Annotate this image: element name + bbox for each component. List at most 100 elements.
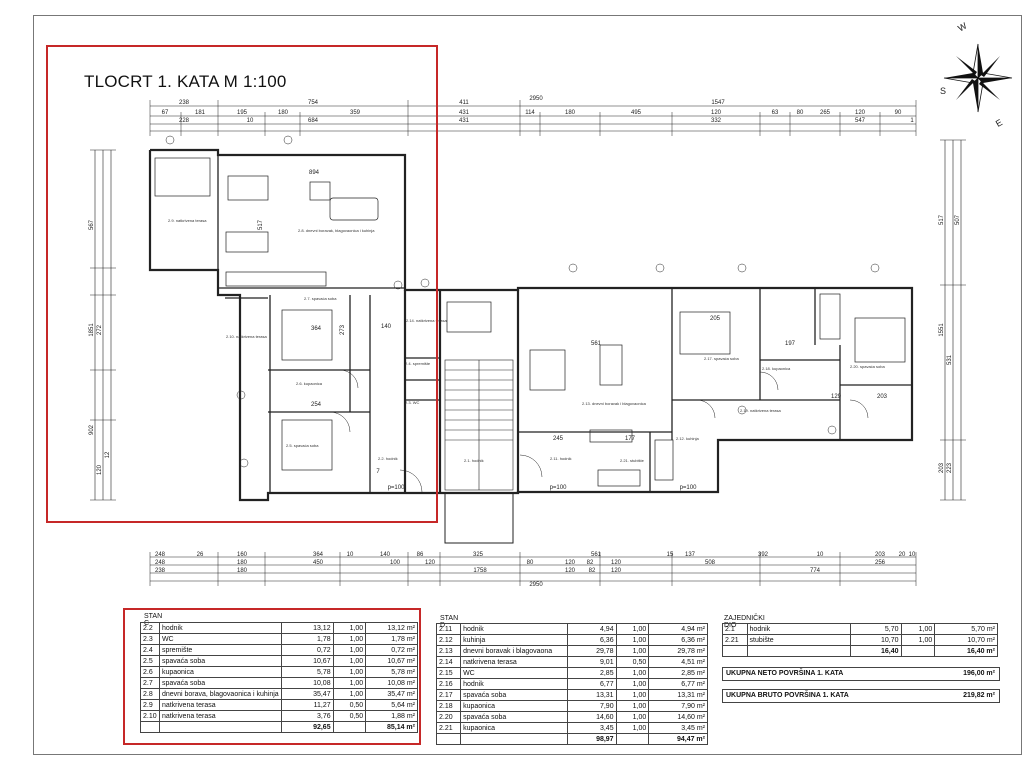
dim-right-1: 1551 — [939, 323, 945, 337]
dim-top-2-5: 431 — [459, 110, 470, 116]
table-cell: spremište — [158, 644, 282, 656]
dim-bot-2-6: 120 — [565, 560, 576, 566]
dim-bot-3-2: 1758 — [473, 568, 487, 574]
opening-2: p=100 — [680, 485, 698, 491]
table-cell: 10,70 — [849, 634, 902, 646]
bruto-value: 219,82 m² — [963, 692, 995, 699]
table-cell: 2,85 — [566, 667, 617, 679]
bruto-label: UKUPNA BRUTO POVRŠINA 1. KATA — [726, 692, 849, 699]
table-cell: 3,45 — [566, 722, 617, 734]
table-cell: 2.12 — [435, 634, 462, 646]
grid-axis-markers — [165, 135, 880, 468]
table-cell: 10,70 m² — [934, 634, 998, 646]
dim-left-4: 120 — [97, 464, 103, 475]
table-cell: 94,47 m² — [648, 733, 708, 745]
outer-walls — [148, 148, 914, 502]
counter-d — [597, 469, 641, 487]
table-cell: 1,00 — [332, 677, 367, 689]
table-cell: 0,72 m² — [365, 644, 418, 656]
table-cell: 2.5 — [140, 655, 160, 667]
room-label-2: 2.7. spavaća soba — [304, 296, 337, 301]
dim-top-1-1: 754 — [308, 100, 319, 106]
dim-right-2: 531 — [947, 354, 953, 365]
table-cell: hodnik — [460, 678, 568, 690]
terrace-table-d — [446, 301, 492, 333]
table-cell: 6,77 m² — [648, 678, 708, 690]
neto-value: 196,00 m² — [963, 670, 995, 677]
table-cell: 1,00 — [615, 711, 650, 723]
kitchen-counter — [225, 231, 269, 253]
table-cell: 0,72 — [280, 644, 334, 656]
table-cell: 13,12 m² — [365, 622, 418, 634]
table-cell: 85,14 m² — [365, 721, 418, 733]
table-cell: 2.2 — [140, 622, 160, 634]
table-cell: dnevni boravak i blagovaona — [460, 645, 568, 657]
dim-bot-2-2: 450 — [313, 560, 324, 566]
table-cell: 7,90 — [566, 700, 617, 712]
table-cell: 1,00 — [615, 623, 650, 635]
room-label-1: 2.8. dnevni boravak, blagovaonica i kuhi… — [298, 228, 375, 233]
dim-left-1: 1851 — [89, 323, 95, 337]
dim-bot-2-0: 248 — [155, 560, 166, 566]
dim-top-2-2: 195 — [237, 110, 248, 116]
dimension-labels: 238 754 411 2950 1547 67 181 195 180 359… — [155, 96, 916, 588]
room-label-3: 2.10. natkrivena terasa — [226, 334, 267, 339]
room-label-15: 2.18. kupaonica — [762, 366, 791, 371]
table-cell: kuhinja — [460, 634, 568, 646]
room-dim-1: 517 — [258, 219, 264, 230]
table-cell: 10,08 m² — [365, 677, 418, 689]
compass-rose-icon: W S E — [936, 21, 1022, 130]
dim-top-2-4: 359 — [350, 110, 361, 116]
table-cell: 5,64 m² — [365, 699, 418, 711]
table-cell: 2.20 — [435, 711, 462, 723]
table-cell: 0,50 — [332, 710, 367, 722]
table-cell: 98,97 — [566, 733, 617, 745]
room-dim-0: 894 — [309, 170, 320, 176]
dim-bot-1-1: 26 — [197, 552, 204, 558]
table-cell: 1,00 — [900, 623, 936, 635]
table-cell: 6,36 m² — [648, 634, 708, 646]
table-cell: 5,70 m² — [934, 623, 998, 635]
table-cell: 2.13 — [435, 645, 462, 657]
table-cell: 0,50 — [332, 699, 367, 711]
table-cell: 1,00 — [615, 678, 650, 690]
table-cell: 2.1 — [722, 623, 748, 635]
room-label-4: 2.6. kupaonica — [296, 381, 323, 386]
table-cell: hodnik — [746, 623, 851, 635]
table-cell: 2.16 — [435, 678, 462, 690]
table-cell: hodnik — [460, 623, 568, 635]
table-cell: 2,85 m² — [648, 667, 708, 679]
table-cell: 10,08 — [280, 677, 334, 689]
table-cell: 6,36 — [566, 634, 617, 646]
room-dim-3: 364 — [311, 326, 322, 332]
table-cell: 1,00 — [332, 633, 367, 645]
dim-bot-1-6: 86 — [417, 552, 424, 558]
dim-bot-3-3: 120 — [565, 568, 576, 574]
table-cell: 2.10 — [140, 710, 160, 722]
table-cell: 2.8 — [140, 688, 160, 700]
dim-top-2-8: 495 — [631, 110, 642, 116]
dim-bot-1-7: 325 — [473, 552, 484, 558]
table-cell — [746, 645, 851, 657]
table-cell: 1,00 — [332, 644, 367, 656]
dim-bot-1-11: 392 — [758, 552, 769, 558]
room-dim-8: 203 — [877, 394, 888, 400]
table-cell: spavaća soba — [158, 655, 282, 667]
table-cell: 1,00 — [332, 666, 367, 678]
room-dim-4: 254 — [311, 402, 322, 408]
tv-unit — [589, 429, 633, 443]
dim-top-3-1: 10 — [247, 118, 254, 124]
table-cell: 0,50 — [615, 656, 650, 668]
dim-top-3-0: 228 — [179, 118, 190, 124]
room-dim-2: 140 — [381, 324, 392, 330]
room-label-0: 2.9. natkrivena terasa — [168, 218, 207, 223]
